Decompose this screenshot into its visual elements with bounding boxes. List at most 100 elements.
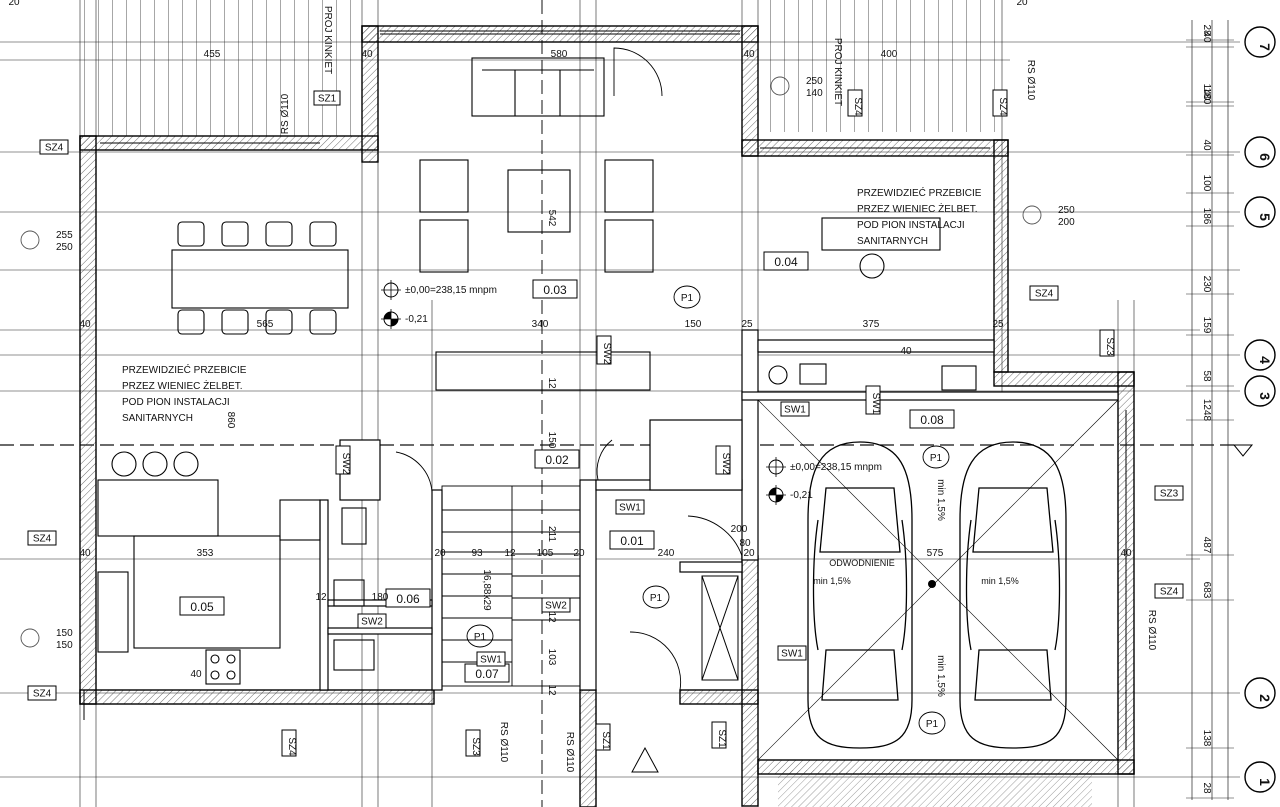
wall-tag-label: SW2: [545, 601, 567, 612]
terrace-right: [758, 0, 1008, 132]
dimension-label: 455: [204, 49, 221, 60]
room-label-box: [179, 596, 225, 616]
wall-tag-label: SZ4: [33, 689, 52, 700]
dimension-label: 211: [546, 526, 557, 542]
note-line: SANITARNYCH: [122, 413, 193, 424]
wall-tag-box: [281, 729, 297, 757]
elevation-label: ±0,00=238,15 mnpm: [405, 285, 497, 296]
wall-tag-box: [992, 89, 1008, 117]
annotation: RS Ø110: [280, 93, 291, 134]
room-number: 0.08: [920, 413, 944, 427]
room-number: 0.03: [543, 283, 567, 297]
grid-axis-bubble: [1244, 339, 1276, 371]
dimension-label: 12: [546, 611, 557, 623]
wall-tag-label: SZ1: [318, 94, 337, 105]
room-label-box: [609, 530, 655, 550]
bathroom-fixtures: [333, 363, 977, 671]
dimension-label: 180: [372, 592, 389, 603]
right-dimension-label: 487: [1201, 537, 1212, 554]
dimension-label: 40: [361, 49, 373, 60]
hall-cupboard: [701, 575, 739, 681]
room-label-box: [909, 409, 955, 429]
right-dimension-label: 230: [1201, 276, 1212, 293]
dimension-label: 20: [573, 548, 585, 559]
wall-tag-box: [476, 651, 506, 667]
room-labels: 0.030.040.080.020.010.050.060.07: [179, 251, 955, 683]
wall-tag-box: [357, 613, 387, 629]
annotation: RS Ø110: [1025, 60, 1036, 101]
right-dimension-label: 28: [1201, 782, 1212, 794]
grid-axis-label: 5: [1257, 213, 1273, 221]
note-line: PRZEWIDZIEĆ PRZEBICIE: [857, 186, 982, 199]
wall-tag-label: SW2: [340, 453, 351, 475]
annotation: PROJ KINKIET: [322, 6, 333, 74]
wall-tag-box: [1029, 285, 1059, 301]
room-number: 0.05: [190, 600, 214, 614]
dimension-label: 150: [546, 432, 557, 449]
entrance-arrow: [631, 746, 659, 773]
wall-tag-box: [615, 499, 645, 515]
grid-axis-bubble: [1244, 375, 1276, 407]
dimension-label: 103: [546, 649, 557, 666]
room-label-box: [763, 251, 809, 271]
level-marker-icon: [1232, 444, 1254, 457]
room-label-box: [532, 279, 578, 299]
elevation-label: -0,21: [405, 314, 428, 325]
grid-axis-label: 3: [1257, 392, 1273, 400]
annotation: min 1,5%: [935, 655, 946, 697]
note-line: PRZEZ WIENIEC ŻELBET.: [857, 202, 978, 215]
dimension-label: 40: [190, 669, 202, 680]
dimension-label: 20: [8, 0, 20, 8]
annotation: RS Ø110: [1146, 610, 1157, 651]
note-line: PRZEZ WIENIEC ŻELBET.: [122, 379, 243, 392]
grid-axis-label: 7: [1257, 43, 1273, 51]
wall-tag-label: SW1: [781, 649, 803, 660]
dimension-label: 12: [315, 592, 327, 603]
wall-tag-box: [27, 530, 57, 546]
dimension-label: 12: [546, 684, 557, 696]
section-top: 255: [56, 230, 73, 241]
note-line: PRZEWIDZIEĆ PRZEBICIE: [122, 363, 247, 376]
wall-tag-box: [1154, 485, 1184, 501]
floor-type-bubble: [918, 711, 946, 735]
grid-axis-label: 1: [1257, 778, 1273, 786]
wall-tag-box: [335, 445, 351, 475]
wall-tag-box: [1154, 583, 1184, 599]
right-dimension-label: 28: [1201, 24, 1212, 36]
grid-axis-bubble: [1244, 196, 1276, 228]
wall-tag-label: SZ3: [470, 737, 481, 756]
grid-axis-bubble: [1244, 761, 1276, 793]
floor-type-label: P1: [681, 293, 694, 304]
room-number: 0.06: [396, 592, 420, 606]
section-mark-icon: [1022, 205, 1042, 225]
floor-type-bubble: [922, 445, 950, 469]
dimension-label: 40: [900, 346, 912, 357]
wall-tag-label: SW2: [361, 617, 383, 628]
dimension-label: 542: [546, 210, 557, 227]
wall-tag-box: [711, 721, 727, 749]
wall-tag-box: [39, 139, 69, 155]
garage-slope-lines: [757, 399, 1119, 761]
wall-tag-label: SW1: [480, 655, 502, 666]
grid-axis-bubble: [1244, 677, 1276, 709]
lounge-furniture: [419, 159, 654, 391]
annotation: 16,88x29: [481, 569, 492, 611]
floor-type-label: P1: [930, 453, 943, 464]
room-number: 0.04: [774, 255, 798, 269]
wall-tag-box: [541, 597, 571, 613]
wall-tag-box: [865, 385, 881, 415]
dimension-label: 353: [197, 548, 214, 559]
car-right: [959, 441, 1067, 749]
right-dimension-label: 40: [1201, 139, 1212, 151]
section-bottom: 250: [56, 242, 73, 253]
section-top: 150: [56, 628, 73, 639]
floor-drain: [928, 580, 936, 588]
wall-tag-box: [777, 645, 807, 661]
dimension-label: 25: [741, 319, 753, 330]
dimension-label: 40: [79, 319, 91, 330]
dimension-label: 105: [537, 548, 554, 559]
dimension-label: 340: [532, 319, 549, 330]
